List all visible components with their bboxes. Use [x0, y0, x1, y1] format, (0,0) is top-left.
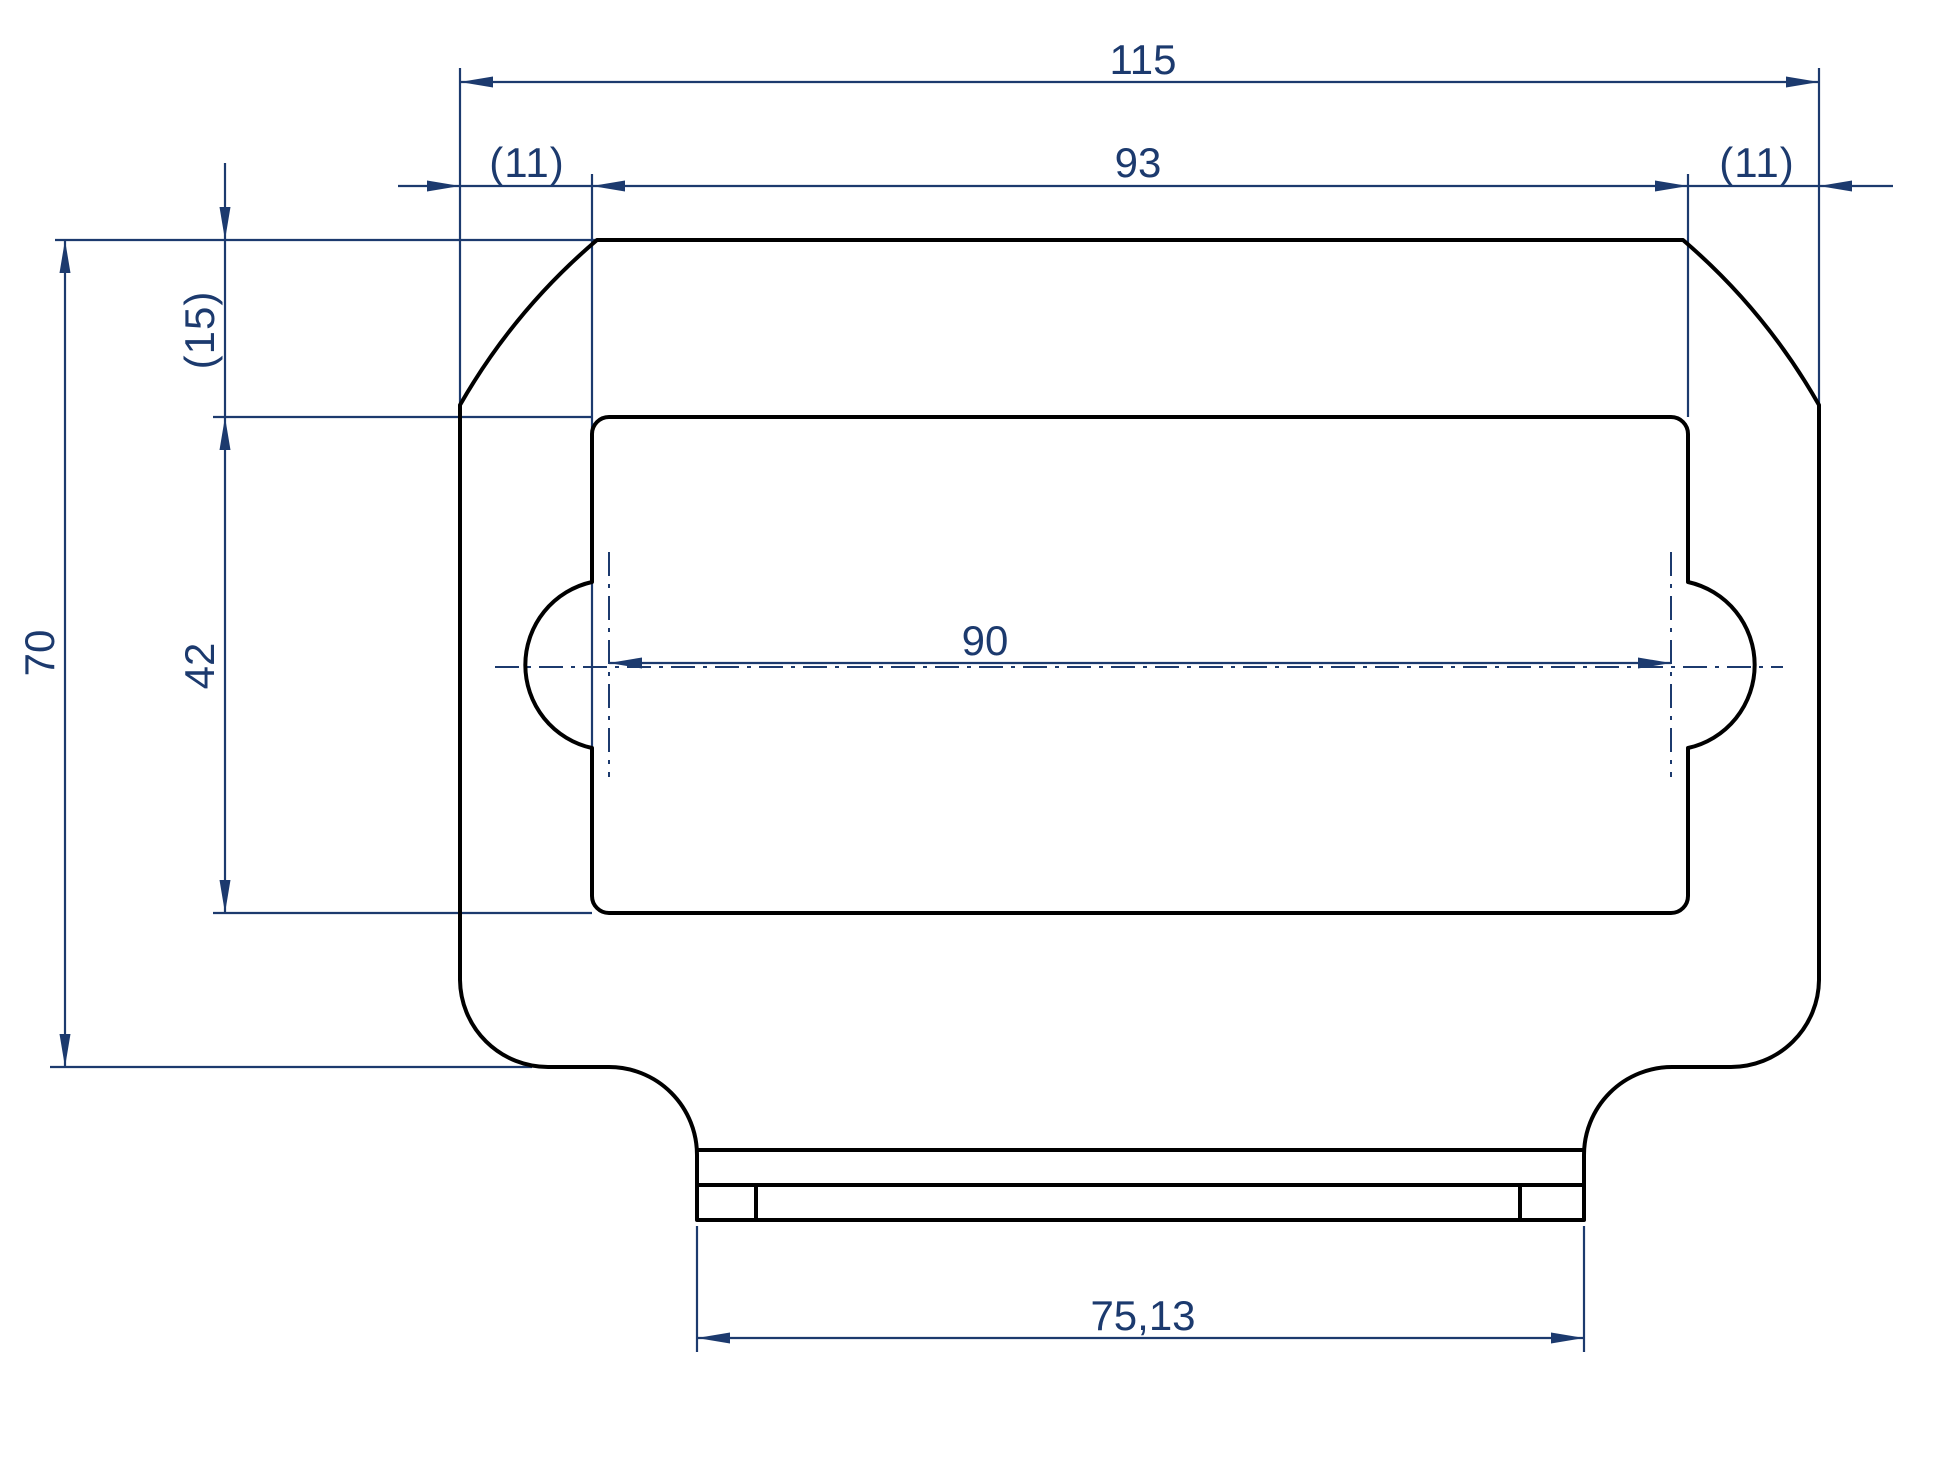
dim-label-overall-height: 70: [16, 630, 63, 677]
centerlines: [495, 552, 1783, 777]
dim-label-window-width: 93: [1115, 139, 1162, 186]
bottom-tab-fold-lines: [697, 1148, 1584, 1220]
dim-label-window-height: 42: [176, 643, 223, 690]
dimension-labels: 115 93 (11) (11) (15) 70 42 90 75,13: [16, 36, 1795, 1339]
dim-label-top-margin: (15): [176, 291, 223, 370]
window-cutout-outline: [523, 415, 1757, 915]
dimension-lines: [63, 80, 1893, 1340]
dim-label-edge-offset-left: (11): [489, 139, 565, 186]
dim-label-overall-width: 115: [1110, 36, 1177, 83]
dim-label-edge-offset-right: (11): [1719, 139, 1795, 186]
extension-lines: [50, 68, 1821, 1352]
dim-label-notch-center-distance: 90: [962, 617, 1009, 664]
part-geometry: [458, 238, 1821, 1222]
dim-label-tab-width: 75,13: [1090, 1292, 1195, 1339]
part-outer-outline: [458, 238, 1821, 1222]
